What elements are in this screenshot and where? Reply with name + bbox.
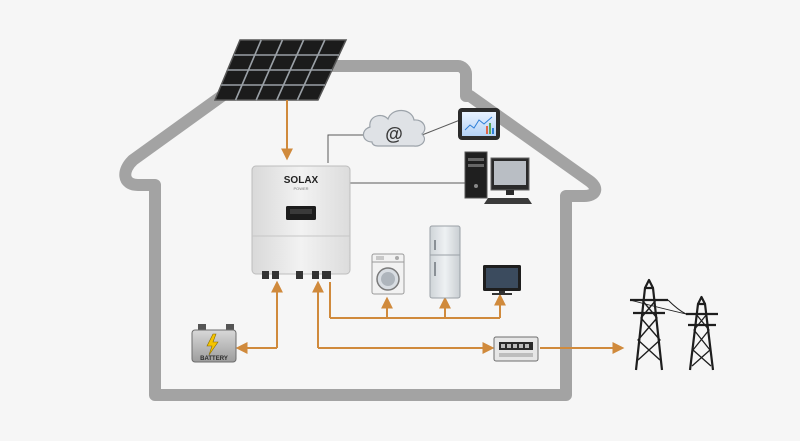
inverter-icon: SOLAX POWER xyxy=(251,165,351,279)
television-icon xyxy=(483,265,521,295)
tablet-icon xyxy=(458,108,500,140)
house-outline xyxy=(119,60,602,401)
cloud-internet-icon: @ xyxy=(362,109,426,147)
washing-machine-icon xyxy=(371,253,405,295)
power-pylon-icon xyxy=(629,278,718,371)
communication-lines xyxy=(327,119,466,184)
battery-label: BATTERY xyxy=(200,356,228,362)
battery-icon: BATTERY xyxy=(191,324,237,363)
inverter-brand: SOLAX xyxy=(284,175,319,186)
energy-meter-icon xyxy=(493,336,539,362)
refrigerator-icon xyxy=(429,225,461,299)
power-lines xyxy=(235,280,625,354)
inverter-sub-brand: POWER xyxy=(293,186,308,191)
solar-panel-icon xyxy=(213,39,348,101)
desktop-computer-icon xyxy=(464,151,532,204)
cloud-symbol: @ xyxy=(385,124,403,144)
